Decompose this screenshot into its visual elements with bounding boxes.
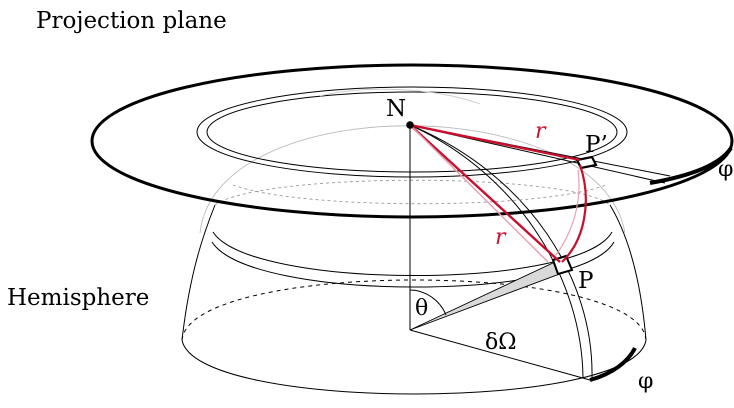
projection-arc-faint xyxy=(555,169,580,256)
hemisphere-rim-through-plane xyxy=(232,184,607,205)
phi-arc-hemisphere xyxy=(589,347,637,382)
hemisphere-dome-right xyxy=(609,204,647,341)
equator-front xyxy=(181,339,647,395)
hemisphere-label: Hemisphere xyxy=(7,285,149,311)
phi-hemisphere-label: φ xyxy=(638,369,653,394)
latitude-ring-back xyxy=(214,179,611,206)
solid-angle-label: δΩ xyxy=(485,330,517,355)
projection-arc-p-to-p-prime xyxy=(561,164,587,263)
radius-lines xyxy=(409,123,587,263)
north-pole-dot xyxy=(406,121,414,129)
plane-inner-ring-2 xyxy=(206,91,618,173)
meridian-arc-1 xyxy=(409,124,584,379)
phi-plane-label: φ xyxy=(718,157,733,182)
radius-upper-label: r xyxy=(535,119,547,144)
phi-arc-plane xyxy=(649,146,733,185)
latitude-ring-front xyxy=(212,231,613,276)
theta-label: θ xyxy=(415,296,428,321)
radius-n-to-p-faint xyxy=(409,124,549,263)
radius-lower-label: r xyxy=(495,225,507,250)
hemisphere xyxy=(181,124,647,395)
projection-plane-label: Projection plane xyxy=(36,8,227,34)
point-p-label: P xyxy=(578,268,593,294)
meridian-arc-2 xyxy=(409,124,593,379)
theta-arc xyxy=(409,289,447,316)
radius-n-to-p-prime xyxy=(409,123,581,162)
equatorial-radius xyxy=(409,329,591,381)
projection-plane xyxy=(90,63,734,219)
point-p-prime-label: P’ xyxy=(585,132,608,158)
hemisphere-dome-left xyxy=(181,204,216,341)
radius-n-to-p xyxy=(409,124,561,263)
equator-back xyxy=(181,279,647,341)
north-pole-label: N xyxy=(386,96,406,122)
plane-inner-ring-1 xyxy=(196,86,628,178)
plane-outer-ring xyxy=(90,63,734,219)
faint-meridian-upper xyxy=(319,88,481,105)
latitude-ring-front-2 xyxy=(211,241,615,288)
